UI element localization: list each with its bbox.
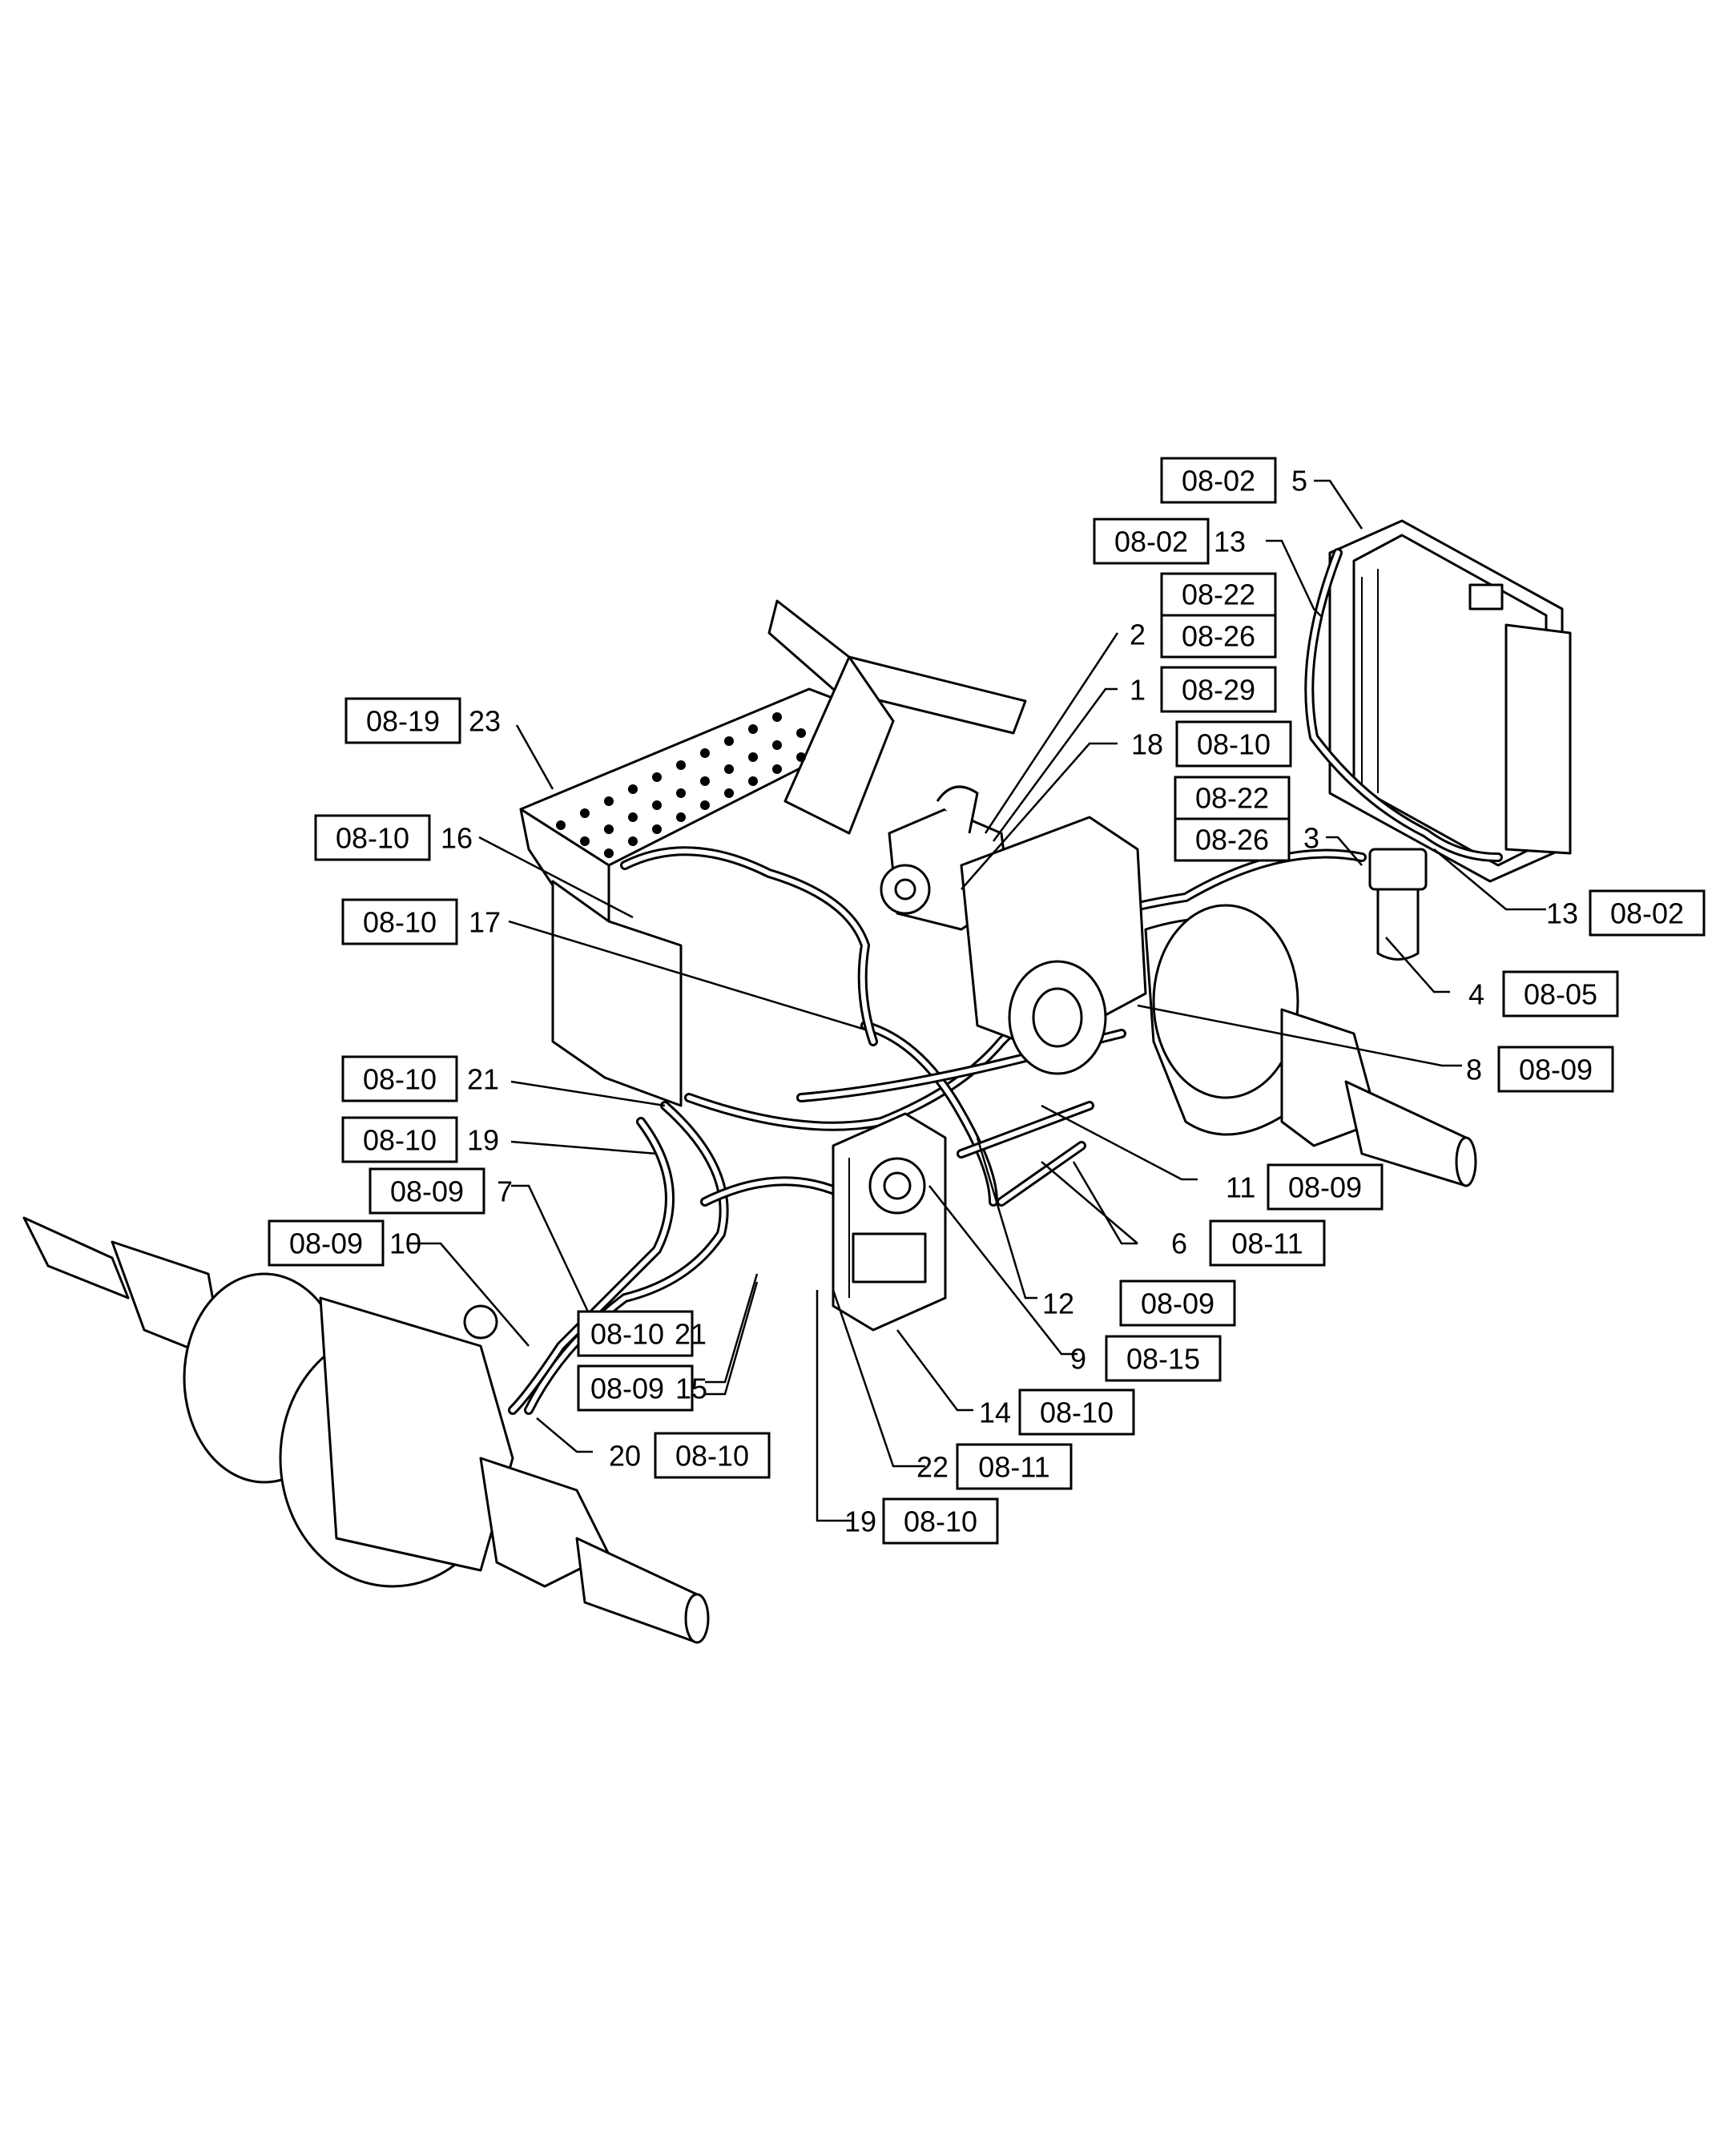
part-number: 8 (1466, 1054, 1482, 1086)
rear-axle-left-part (22, 1216, 710, 1644)
callout-16[interactable]: 08-10 16 (314, 814, 473, 861)
ref-code: 08-02 (1114, 526, 1188, 558)
radiator-part (1328, 519, 1572, 883)
callout-11[interactable]: 08-09 11 (1226, 1163, 1384, 1211)
line-art (22, 519, 1572, 1644)
callout-15[interactable]: 08-09 15 (577, 1364, 707, 1412)
part-number: 15 (675, 1372, 707, 1405)
callout-21-left[interactable]: 08-10 21 (341, 1055, 499, 1102)
callout-9[interactable]: 08-15 9 (1070, 1335, 1222, 1382)
ref-code: 08-10 (363, 906, 437, 939)
valve-block-part (832, 1112, 947, 1332)
ref-code: 08-10 (904, 1505, 977, 1538)
part-number: 1 (1130, 674, 1146, 707)
callout-7[interactable]: 08-09 7 (369, 1167, 513, 1215)
ref-code: 08-26 (1182, 620, 1255, 653)
part-number: 16 (441, 822, 473, 855)
ref-code: 08-09 (1288, 1171, 1362, 1204)
part-number: 3 (1303, 822, 1319, 855)
part-number: 2 (1130, 619, 1146, 651)
ref-code: 08-10 (363, 1124, 437, 1157)
ref-code: 08-09 (590, 1372, 664, 1405)
callout-5[interactable]: 08-02 5 (1160, 457, 1307, 504)
callout-8[interactable]: 08-09 8 (1466, 1046, 1614, 1093)
part-number: 6 (1171, 1227, 1187, 1260)
ref-code: 08-02 (1182, 465, 1255, 498)
ref-code: 08-09 (289, 1227, 363, 1260)
part-number: 7 (497, 1175, 513, 1208)
part-number: 4 (1468, 978, 1484, 1011)
heat-shield-perforations (556, 712, 806, 858)
ref-code: 08-22 (1195, 782, 1269, 815)
ref-code: 08-09 (390, 1175, 464, 1208)
ref-code: 08-26 (1195, 824, 1269, 856)
ref-code: 08-02 (1610, 897, 1684, 930)
callout-6[interactable]: 08-11 6 (1171, 1219, 1326, 1267)
callout-19-bottom[interactable]: 08-10 19 (844, 1497, 999, 1545)
part-number: 11 (1226, 1171, 1255, 1204)
part-number: 22 (916, 1451, 949, 1484)
ref-code: 08-10 (1040, 1396, 1114, 1429)
hose-network (508, 548, 1503, 1415)
callout-20[interactable]: 08-10 20 (609, 1432, 771, 1479)
rear-axle-right-part (960, 816, 1477, 1187)
callout-23[interactable]: 08-19 23 (344, 697, 501, 744)
ref-code: 08-29 (1182, 674, 1255, 707)
ref-code: 08-10 (675, 1440, 749, 1473)
part-number: 18 (1131, 728, 1163, 761)
callout-4[interactable]: 08-05 4 (1468, 970, 1619, 1018)
ref-code: 08-19 (366, 705, 440, 738)
part-number: 13 (1546, 897, 1578, 930)
callout-19-left[interactable]: 08-10 19 (341, 1116, 499, 1163)
filter-part (1368, 848, 1428, 961)
part-number: 17 (469, 906, 501, 939)
callout-18[interactable]: 08-10 18 (1131, 720, 1292, 768)
callout-21-middle[interactable]: 08-10 21 (577, 1310, 707, 1357)
callout-3[interactable]: 08-22 08-26 3 (1174, 776, 1319, 862)
callout-14[interactable]: 08-10 14 (979, 1388, 1135, 1436)
part-number: 14 (979, 1396, 1011, 1429)
callout-10[interactable]: 08-09 10 (268, 1219, 421, 1267)
callout-12[interactable]: 08-09 12 (1042, 1280, 1236, 1327)
part-number: 19 (844, 1505, 876, 1538)
ref-code: 08-09 (1141, 1288, 1214, 1320)
ref-code: 08-11 (978, 1451, 1049, 1484)
part-number: 5 (1291, 465, 1307, 498)
part-number: 19 (467, 1124, 499, 1157)
ref-code: 08-11 (1231, 1227, 1303, 1260)
ref-code: 08-09 (1519, 1054, 1593, 1086)
ref-code: 08-22 (1182, 578, 1255, 611)
ref-code: 08-15 (1126, 1343, 1200, 1376)
callout-17[interactable]: 08-10 17 (341, 898, 501, 945)
callout-22[interactable]: 08-11 22 (916, 1443, 1073, 1490)
callout-1[interactable]: 08-29 1 (1130, 666, 1277, 713)
part-number: 12 (1042, 1288, 1074, 1320)
part-number: 23 (469, 705, 501, 738)
part-number: 21 (467, 1063, 499, 1096)
part-number: 9 (1070, 1343, 1086, 1376)
part-number: 21 (675, 1318, 707, 1351)
ref-code: 08-10 (590, 1318, 664, 1351)
callouts: 08-02 5 08-02 13 08-22 08-26 2 08-29 1 0… (268, 457, 1706, 1545)
part-number: 10 (389, 1227, 421, 1260)
ref-code: 08-10 (1197, 728, 1271, 761)
callout-13-right[interactable]: 08-02 13 (1546, 889, 1706, 937)
part-number: 13 (1214, 526, 1246, 558)
heat-shield-part (519, 599, 1027, 1107)
callout-2[interactable]: 08-22 08-26 2 (1130, 572, 1277, 659)
part-number: 20 (609, 1440, 641, 1473)
ref-code: 08-10 (363, 1063, 437, 1096)
leader-lines (409, 479, 1546, 1522)
callout-13-top[interactable]: 08-02 13 (1093, 518, 1246, 565)
ref-code: 08-05 (1524, 978, 1597, 1011)
ref-code: 08-10 (336, 822, 409, 855)
